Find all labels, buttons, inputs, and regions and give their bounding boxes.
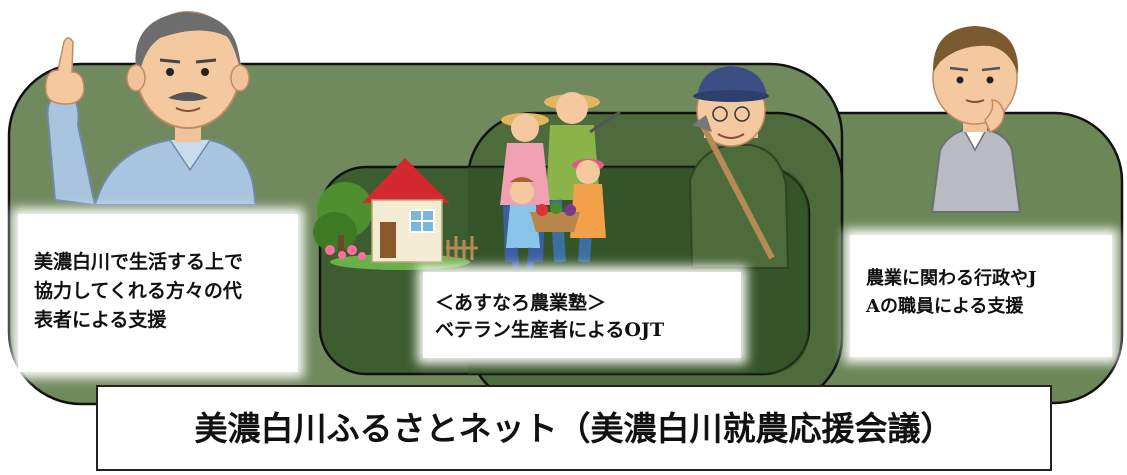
box-local-support-line-3: 表者による支援	[34, 309, 167, 331]
box-admin-ja-support: 農業に関わる行政やJ Aの職員による支援	[850, 235, 1112, 357]
elderly-farmer-illustration	[688, 66, 790, 269]
pointing-man-illustration	[45, 11, 257, 207]
box-local-support-line-2: 協力してくれる方々の代	[34, 280, 242, 302]
box-admin-ja-support-line-2: Aの職員による支援	[866, 296, 1024, 317]
box-local-support-line-1: 美濃白川で生活する上で	[34, 251, 244, 273]
box-asunaro-school-line-1: ＜あすなろ農業塾＞	[435, 292, 607, 314]
box-asunaro-school-line-2: ベテラン生産者によるOJT	[435, 319, 665, 341]
family-illustration	[500, 92, 621, 269]
box-asunaro-school: ＜あすなろ農業塾＞ ベテラン生産者によるOJT	[423, 272, 741, 358]
house-illustration	[313, 158, 478, 270]
thinking-man-illustration	[930, 26, 1022, 213]
box-admin-ja-support-line-1: 農業に関わる行政やJ	[866, 268, 1037, 289]
box-local-support: 美濃白川で生活する上で 協力してくれる方々の代 表者による支援	[18, 214, 298, 372]
main-title: 美濃白川ふるさとネット（美濃白川就農応援会議）	[96, 385, 1052, 471]
